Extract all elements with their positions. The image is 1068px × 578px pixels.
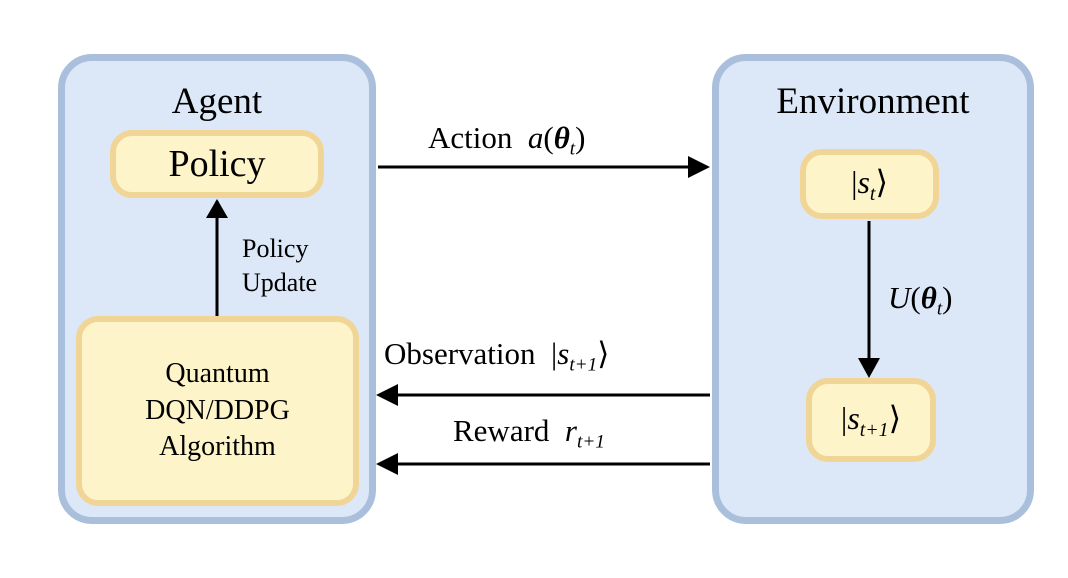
- observation-arrowhead: [376, 384, 398, 406]
- policy-label: Policy: [168, 143, 266, 185]
- next-state-ket: |st+1⟩: [840, 399, 902, 441]
- action-math: a(θt): [527, 120, 586, 160]
- next-state-node: |st+1⟩: [806, 378, 936, 462]
- algorithm-line-1: Quantum: [165, 358, 270, 390]
- policy-update-line-2: Update: [242, 267, 318, 297]
- algorithm-line-2: DQN/DDPG: [145, 394, 290, 426]
- policy-update-label: Policy Update: [242, 232, 317, 300]
- action-label: Action a(θt): [428, 120, 585, 161]
- algorithm-line-3: Algorithm: [159, 431, 276, 463]
- state-node: |st⟩: [800, 149, 939, 219]
- reward-arrowhead: [376, 453, 398, 475]
- action-text: Action: [428, 120, 513, 155]
- agent-title: Agent: [171, 81, 263, 122]
- unitary-label: U(θt): [888, 280, 952, 321]
- policy-update-line-1: Policy: [242, 234, 309, 263]
- state-ket: |st⟩: [851, 163, 888, 205]
- algorithm-node: Quantum DQN/DDPG Algorithm: [76, 316, 359, 506]
- transition-arrowhead: [858, 358, 880, 378]
- action-arrowhead: [688, 156, 710, 178]
- observation-text: Observation: [384, 336, 536, 371]
- reward-math: rt+1: [564, 413, 605, 453]
- observation-label: Observation |st+1⟩: [384, 336, 609, 377]
- observation-math: |st+1⟩: [551, 336, 610, 376]
- policy-node: Policy: [110, 130, 324, 198]
- reward-label: Reward rt+1: [453, 413, 605, 454]
- reward-text: Reward: [453, 413, 550, 448]
- policy-update-arrowhead: [206, 199, 228, 218]
- unitary-math: U(θt): [888, 280, 953, 320]
- environment-title: Environment: [776, 81, 970, 122]
